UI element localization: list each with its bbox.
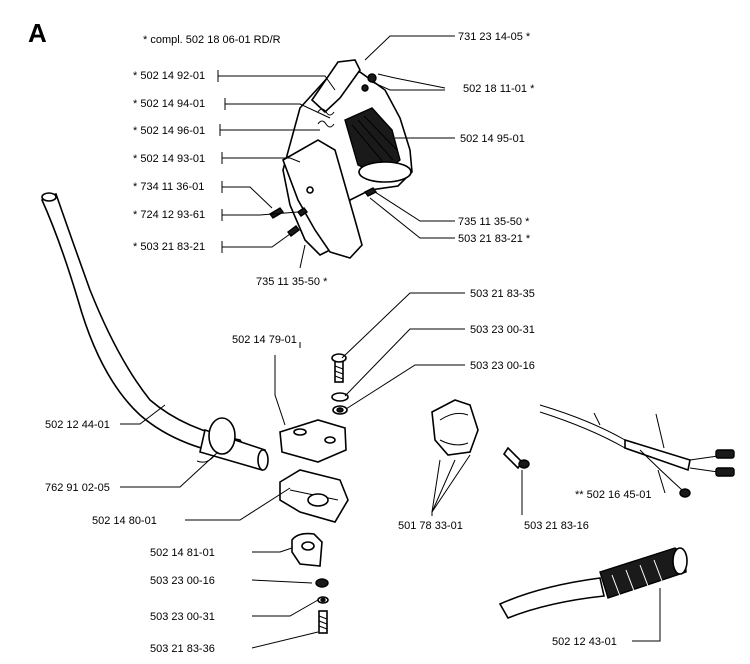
cable-terminal-1 (715, 449, 735, 459)
ignition-cable (539, 404, 735, 498)
label-503-21-83-35: 503 21 83-35 (470, 288, 535, 300)
leaders-cable (593, 412, 666, 494)
clip-screw-head (518, 459, 530, 469)
cable-branch-end (679, 488, 691, 498)
label-503-21-83-16: 503 21 83-16 (524, 520, 589, 532)
grip-handlebar (498, 577, 605, 620)
label-501-78-33-01: 501 78 33-01 (398, 520, 463, 532)
label-502-14-93-01: * 502 14 93-01 (133, 153, 205, 165)
leaders-handle (120, 404, 219, 488)
label-762-91-02-05: 762 91 02-05 (45, 482, 110, 494)
nut-724129361 (296, 207, 309, 217)
switch-knob (367, 73, 377, 83)
label-502-14-81-01: 502 14 81-01 (150, 547, 215, 559)
cable-wire-2 (689, 467, 719, 473)
label-502-18-11-01: 502 18 11-01 * (463, 83, 535, 95)
tube-end (41, 192, 57, 202)
cable-wire-1 (689, 455, 719, 461)
clamp-screw-head (331, 353, 347, 363)
spring (317, 108, 335, 116)
label-735-11-35-50-b: 735 11 35-50 * (256, 276, 328, 288)
washer-hole (336, 407, 344, 413)
lower-clamp-bore (307, 493, 329, 507)
upper-clamp-hole (293, 428, 307, 436)
upper-clamp (279, 419, 347, 463)
leaders-throttle (217, 35, 455, 269)
label-502-14-94-01: * 502 14 94-01 (133, 98, 205, 110)
screw-503218321 (287, 225, 300, 237)
label-503-23-00-31-b: 503 23 00-31 (150, 611, 215, 623)
handle-bar (40, 192, 269, 472)
clip-edge-2 (439, 439, 469, 446)
label-724-12-93-61: * 724 12 93-61 (133, 209, 205, 221)
label-503-23-00-16-a: 503 23 00-16 (470, 360, 535, 372)
label-502-14-80-01: 502 14 80-01 (92, 515, 157, 527)
washer-503230016-bottom (315, 578, 329, 588)
label-503-23-00-16-b: 503 23 00-16 (150, 575, 215, 587)
screw-734113601 (268, 207, 285, 219)
label-502-14-79-01: 502 14 79-01 (232, 334, 297, 346)
cable-terminal-2 (715, 467, 735, 477)
leaders-clamp (185, 292, 465, 649)
clamp-assembly (279, 353, 349, 634)
throttle-handle-assembly (268, 59, 413, 259)
label-502-14-92-01: * 502 14 92-01 (133, 70, 205, 82)
handle-ring (358, 161, 412, 183)
cable-sleeve (624, 438, 691, 472)
cable-lower (539, 411, 626, 449)
cable-branch (639, 449, 683, 491)
throttle-lever (310, 59, 361, 114)
section-letter: A (28, 18, 47, 48)
label-502-16-45-01: ** 502 16 45-01 (575, 489, 651, 501)
label-503-23-00-31-a: 503 23 00-31 (470, 324, 535, 336)
stop-switch (361, 84, 369, 92)
label-734-11-36-01: * 734 11 36-01 (133, 181, 204, 193)
label-731-23-14-05: 731 23 14-05 * (458, 31, 531, 43)
cable-clip (431, 399, 479, 456)
clip-edge (439, 412, 469, 421)
clamp-spacer-bore (301, 541, 315, 551)
screw-735113550 (363, 187, 378, 197)
label-503-21-83-21-b: * 503 21 83-21 (133, 241, 205, 253)
kit-note: * compl. 502 18 06-01 RD/R (143, 34, 281, 46)
front-grip (498, 547, 688, 620)
label-502-12-43-01: 502 12 43-01 (552, 636, 617, 648)
label-735-11-35-50-a: 735 11 35-50 * (458, 216, 530, 228)
clip-screw (502, 446, 524, 470)
leaders-clip (431, 454, 523, 516)
grip-end-cap (672, 547, 688, 575)
cable-upper (539, 404, 626, 441)
label-503-21-83-36: 503 21 83-36 (150, 643, 215, 655)
label-502-14-95-01: 502 14 95-01 (460, 133, 525, 145)
upper-clamp-hole-2 (324, 436, 336, 444)
cable-tie (208, 417, 236, 455)
spring-2 (317, 120, 335, 128)
grip-end (257, 449, 269, 471)
grip-ribs (344, 107, 401, 176)
cable-clip-assembly (431, 399, 530, 470)
leaders-grip (632, 588, 661, 642)
label-502-14-96-01: * 502 14 96-01 (133, 125, 205, 137)
washer-bottom-hole (320, 597, 326, 603)
washer-503230031-top (331, 392, 349, 402)
label-503-21-83-21-a: 503 21 83-21 * (458, 233, 531, 245)
handle-shell (282, 139, 363, 259)
label-502-12-44-01: 502 12 44-01 (45, 419, 110, 431)
screw-hole (306, 186, 314, 194)
